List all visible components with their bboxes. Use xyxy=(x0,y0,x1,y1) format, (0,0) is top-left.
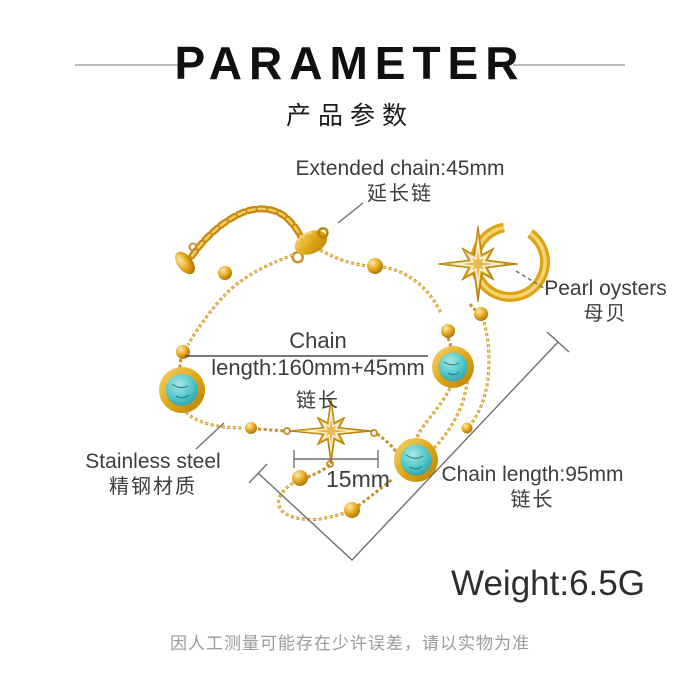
pearl-oysters-label: Pearl oysters 母贝 xyxy=(543,276,668,326)
extended-chain-leader-line xyxy=(337,202,364,224)
gold-beads xyxy=(176,258,488,518)
chain-length-main-label: Chain length:160mm+45mm 链长 xyxy=(180,328,456,413)
disclaimer-text: 因人工测量可能存在少许误差，请以实物为准 xyxy=(170,634,530,653)
chain-length-drop-label: Chain length:95mm 链长 xyxy=(440,462,625,512)
page-subtitle: 产品参数 xyxy=(285,103,414,130)
weight-label: Weight:6.5G xyxy=(451,564,645,603)
stainless-steel-leader-line xyxy=(195,422,225,450)
teardrop-end-tab xyxy=(175,242,198,275)
extended-chain-text-zh: 延长链 xyxy=(367,182,433,205)
pearl-oysters-text-en: Pearl oysters xyxy=(544,277,667,300)
lobster-clasp xyxy=(291,227,329,264)
stainless-steel-text-zh: 精钢材质 xyxy=(109,475,197,498)
turquoise-bead-right xyxy=(432,346,474,388)
pearl-oysters-leader-line xyxy=(515,270,548,291)
turquoise-bead-left xyxy=(159,367,205,413)
star-width-bracket xyxy=(293,450,379,468)
chain-length-drop-text-zh: 链长 xyxy=(510,488,555,511)
title-divider-left xyxy=(75,64,187,66)
extension-chain xyxy=(188,205,305,260)
pearl-oysters-text-zh: 母贝 xyxy=(583,302,628,325)
chain95-end-cap-left xyxy=(248,463,268,484)
star-charm xyxy=(283,397,378,468)
chain-length-main-text-zh: 链长 xyxy=(296,389,340,412)
extended-chain-label: Extended chain:45mm 延长链 xyxy=(290,156,510,206)
leader-lines xyxy=(185,202,570,561)
stainless-steel-label: Stainless steel 精钢材质 xyxy=(80,449,226,499)
page-title: PARAMETER xyxy=(174,37,526,89)
stainless-steel-text-en: Stainless steel xyxy=(85,450,221,473)
extended-chain-text-en: Extended chain:45mm xyxy=(295,157,505,180)
chain-length-drop-text-en: Chain length:95mm xyxy=(441,463,624,486)
chain95-end-cap-right xyxy=(546,331,570,353)
chain95-dimension-line xyxy=(257,341,559,561)
chain-length-main-text-en: Chain length:160mm+45mm xyxy=(211,328,425,380)
star-width-label: 15mm xyxy=(326,466,390,492)
title-divider-right xyxy=(513,64,625,66)
ring xyxy=(437,222,551,303)
turquoise-bead-center xyxy=(394,438,438,482)
